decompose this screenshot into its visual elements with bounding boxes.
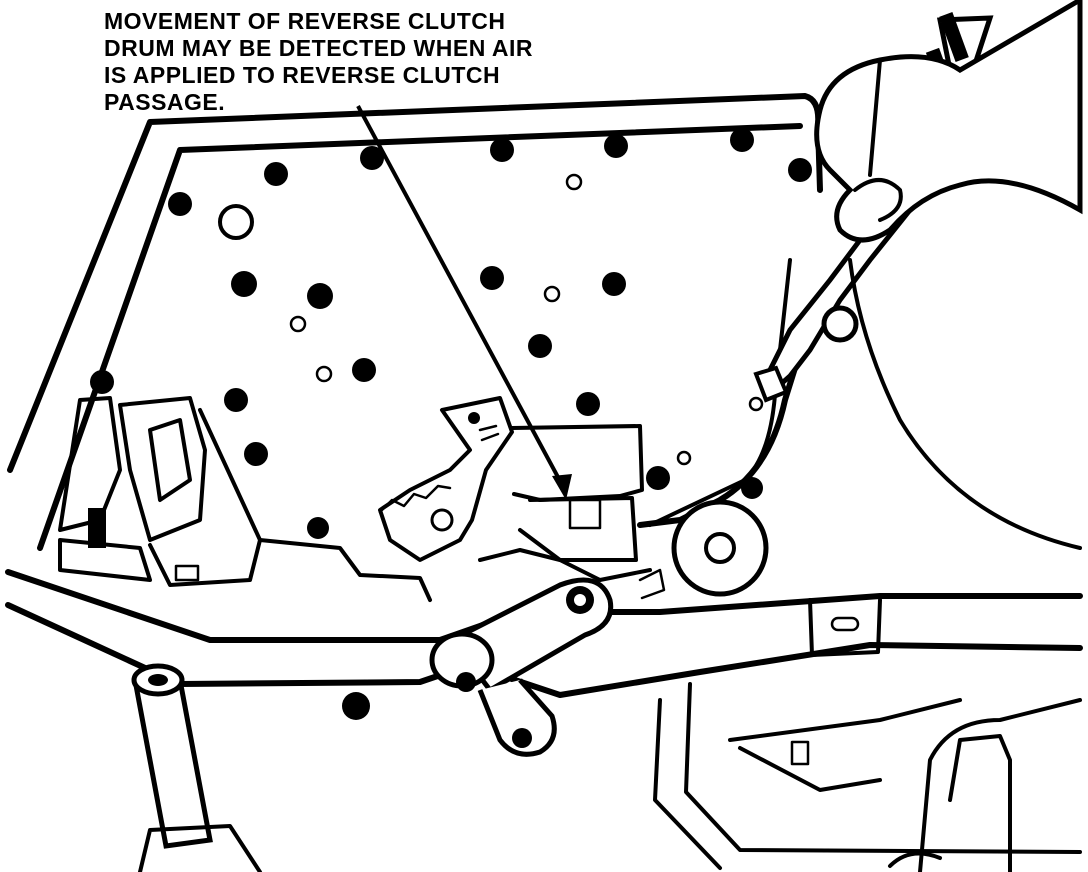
pan-rail-lower: [5, 602, 1083, 698]
callout-line-3: IS APPLIED TO REVERSE CLUTCH: [104, 62, 501, 88]
manual-valve-housing: [58, 396, 262, 587]
fluid-ports: [218, 173, 764, 466]
selector-linkage: [429, 577, 614, 757]
callout-line-4: PASSAGE.: [104, 89, 226, 115]
detent-lever: [378, 396, 514, 562]
bolt-head-icon: [90, 370, 114, 394]
fluid-port-icon: [676, 450, 692, 466]
bolt-head-icon: [264, 162, 288, 186]
pan-rail-notch: [808, 598, 882, 657]
bolt-head-icon: [730, 128, 754, 152]
plate-mid-edge: [258, 538, 432, 602]
bolt-head-icon: [307, 517, 329, 539]
callout-arrowhead: [552, 474, 572, 500]
bolt-head-icon: [168, 192, 192, 216]
fluid-port-icon: [565, 173, 583, 191]
fluid-port-icon: [543, 285, 561, 303]
parking-pawl-disc: [671, 499, 769, 597]
fluid-port-icon: [289, 315, 307, 333]
case-right-contour: [848, 258, 1082, 550]
bolt-head-icon: [741, 477, 763, 499]
bolt-head-icon: [576, 392, 600, 416]
valve-body-plate: [37, 123, 803, 551]
lever-return-spring: [638, 568, 666, 600]
bolt-head-icon: [307, 283, 333, 309]
fluid-port-icon: [315, 365, 333, 383]
bolt-head-icon: [480, 266, 504, 290]
fluid-port-icon: [218, 204, 254, 240]
hand-holding-nozzle: [814, 0, 1083, 243]
bolt-head-icon: [342, 692, 370, 720]
bolt-head-icon: [646, 466, 670, 490]
callout-caption: MOVEMENT OF REVERSE CLUTCH DRUM MAY BE D…: [104, 8, 664, 116]
bolt-head-icon: [352, 358, 376, 382]
callout-line-2: DRUM MAY BE DETECTED WHEN AIR: [104, 35, 533, 61]
valve-body-plate-right-edge: [648, 258, 792, 527]
bolt-head-icon: [244, 442, 268, 466]
bolt-head-icon: [602, 272, 626, 296]
fluid-port-icon: [748, 396, 764, 412]
callout-line-1: MOVEMENT OF REVERSE CLUTCH: [104, 8, 506, 34]
case-lower-right: [653, 682, 1082, 872]
callout-leader-line: [356, 105, 568, 493]
valve-body-bolts: [90, 128, 812, 720]
bolt-head-icon: [528, 334, 552, 358]
bolt-head-icon: [604, 134, 628, 158]
bolt-head-icon: [224, 388, 248, 412]
bolt-head-icon: [231, 271, 257, 297]
bolt-head-icon: [490, 138, 514, 162]
reverse-clutch-drum-area: [478, 424, 652, 582]
bolt-head-icon: [360, 146, 384, 170]
rail-slot: [830, 616, 860, 632]
output-shaft: [131, 663, 262, 872]
bolt-head-icon: [788, 158, 812, 182]
